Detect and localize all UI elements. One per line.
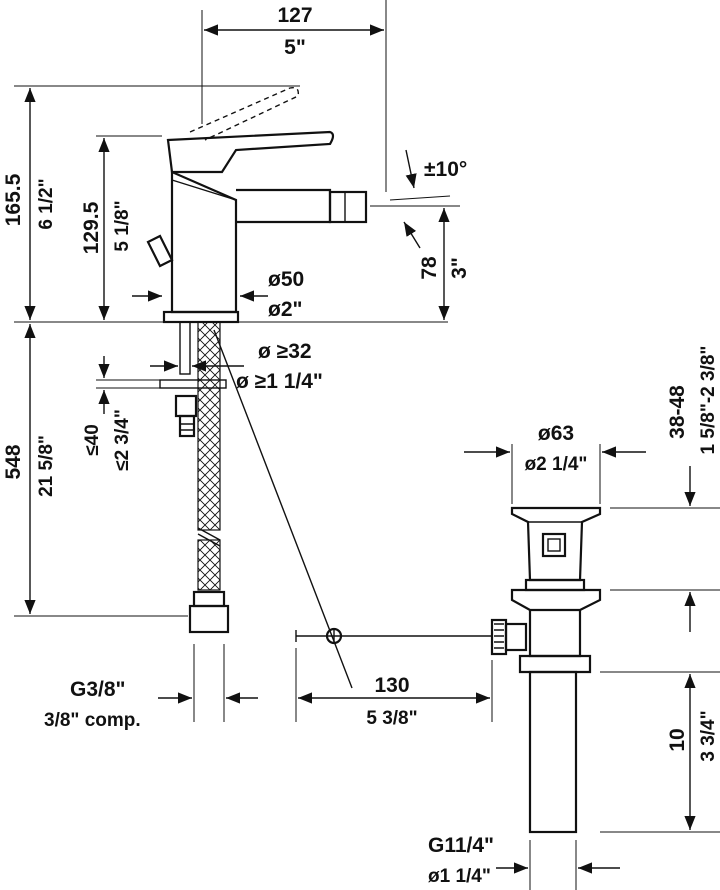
- waste-dia-mm: ø63: [538, 422, 574, 445]
- base-dia-mm: ø50: [268, 268, 304, 291]
- hole-dia-mm: ø ≥32: [258, 340, 312, 363]
- top-width-mm: 127: [277, 4, 312, 27]
- base-dia-in: ø2": [268, 298, 302, 321]
- waste-range-mm: 38-48: [666, 385, 689, 439]
- waste-thread-dia: ø1 1/4": [428, 866, 491, 887]
- hose-len-in: 21 5/8": [36, 435, 57, 497]
- spout-height-mm: 129.5: [80, 201, 103, 254]
- total-height-mm: 165.5: [2, 173, 25, 226]
- rod-len-in: 5 3/8": [366, 708, 417, 729]
- faucet-body: [146, 86, 492, 689]
- connection-comp: 3/8" comp.: [44, 710, 141, 731]
- tail-len-in: 3 3/4": [698, 710, 719, 761]
- rod-len-mm: 130: [374, 674, 409, 697]
- spout-height-in: 5 1/8": [112, 200, 133, 251]
- dimension-labels: 127 5" 165.5 6 1/2" 129.5 5 1/8" ±10° 78…: [2, 4, 719, 887]
- tail-len-mm: 10: [666, 728, 689, 751]
- hose-len-mm: 548: [2, 444, 25, 479]
- deck-thick-mm: ≤40: [82, 424, 103, 456]
- waste-dia-in: ø2 1/4": [525, 454, 588, 475]
- connection-thread: G3/8": [70, 678, 125, 701]
- dimension-lines: [14, 0, 720, 890]
- outlet-height-in: 3": [448, 257, 471, 279]
- deck-thick-in: ≤2 3/4": [112, 409, 133, 471]
- tilt-label: ±10°: [424, 158, 467, 181]
- hole-dia-in: ø ≥1 1/4": [236, 370, 323, 393]
- waste-assembly: [490, 506, 602, 834]
- waste-thread: G11/4": [428, 834, 494, 857]
- outlet-height-mm: 78: [418, 256, 441, 280]
- waste-range-in: 1 5/8"-2 3/8": [698, 346, 719, 455]
- total-height-in: 6 1/2": [36, 178, 57, 229]
- top-width-in: 5": [284, 36, 306, 59]
